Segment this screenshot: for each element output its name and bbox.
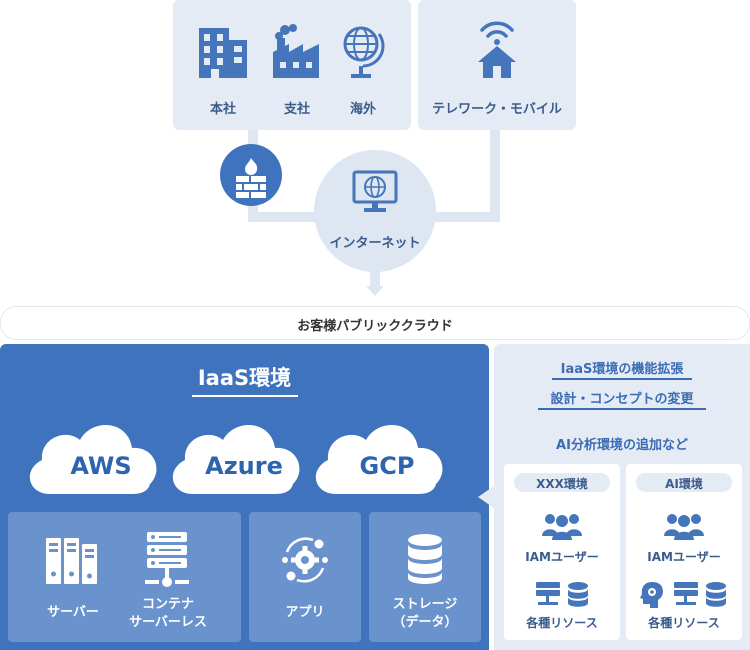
server-label: サーバー <box>47 605 99 620</box>
app-gear-icon <box>277 532 333 588</box>
env-card-ai-title: AI環境 <box>665 477 703 491</box>
app-label: アプリ <box>285 605 325 620</box>
provider-gcp: GCP <box>360 452 415 480</box>
env-card-xxx-users: IAMユーザー <box>525 550 599 564</box>
arrow-down-icon <box>366 286 384 296</box>
container-label-line1: コンテナ <box>141 597 194 612</box>
env-card-xxx-title: XXX環境 <box>536 477 588 491</box>
tile-storage: ストレージ （データ） <box>369 512 481 642</box>
cloud-aws <box>29 425 157 494</box>
env-card-ai-resources: 各種リソース <box>648 616 720 630</box>
extension-line2-underline <box>538 408 706 410</box>
connector-right-vertical <box>490 130 500 222</box>
extension-line3: AI分析環境の追加など <box>556 438 688 453</box>
office-label-branch: 支社 <box>283 102 310 117</box>
provider-aws: AWS <box>70 452 131 480</box>
iaas-title-underline <box>192 395 298 397</box>
factory-icon <box>271 22 323 80</box>
resource-icons <box>536 582 590 608</box>
internet-label: インターネット <box>329 236 421 251</box>
monitor-globe-icon <box>352 170 398 214</box>
env-card-xxx-resources: 各種リソース <box>526 616 598 630</box>
ai-resource-icons <box>640 580 728 608</box>
internet-node: インターネット <box>314 150 436 272</box>
firewall-icon <box>220 144 282 206</box>
connector-right-horizontal <box>420 212 500 222</box>
storage-label-line1: ストレージ <box>392 597 458 612</box>
container-server-icon <box>145 532 189 590</box>
customer-cloud-label: お客様パブリッククラウド <box>297 319 453 334</box>
env-card-xxx: XXX環境 IAMユーザー 各種リソース <box>504 464 620 640</box>
cloud-azure <box>172 425 300 494</box>
env-card-ai-title-pill <box>636 473 732 492</box>
container-label-line2: サーバーレス <box>129 615 207 630</box>
office-label-hq: 本社 <box>209 102 236 117</box>
telework-label: テレワーク・モバイル <box>432 102 562 117</box>
extension-panel: IaaS環境の機能拡張 設計・コンセプトの変更 AI分析環境の追加など XXX環… <box>494 344 750 650</box>
server-rack-icon <box>46 538 98 584</box>
building-icon <box>195 22 251 80</box>
storage-label-line2: （データ） <box>392 615 458 630</box>
user-group-icon <box>541 512 583 540</box>
offices-panel: 本社 支社 海外 <box>173 0 411 130</box>
provider-azure: Azure <box>205 452 283 480</box>
provider-clouds: AWS Azure GCP <box>29 425 443 494</box>
iaas-panel: IaaS環境 AWS Azure GCP <box>0 344 489 650</box>
connector-down <box>370 270 380 290</box>
tile-app: アプリ <box>249 512 361 642</box>
env-card-ai: AI環境 IAMユーザー <box>626 464 742 640</box>
cloud-gcp <box>315 425 443 494</box>
env-card-xxx-title-pill <box>514 473 610 492</box>
customer-cloud-bar: お客様パブリッククラウド <box>0 306 750 340</box>
iaas-title: IaaS環境 <box>197 366 292 390</box>
database-icon <box>407 534 443 584</box>
env-card-ai-users: IAMユーザー <box>647 550 721 564</box>
extension-line1: IaaS環境の機能拡張 <box>560 362 684 377</box>
connector-left-horizontal <box>248 212 328 222</box>
office-label-overseas: 海外 <box>349 102 376 117</box>
globe-icon <box>341 22 385 80</box>
extension-line2: 設計・コンセプトの変更 <box>550 392 694 407</box>
user-group-icon <box>663 512 705 540</box>
tile-compute: サーバー コンテナ サーバーレス <box>8 512 241 642</box>
extension-pointer <box>478 486 494 508</box>
home-wifi-icon <box>474 16 520 80</box>
telework-panel: テレワーク・モバイル <box>418 0 576 130</box>
extension-line1-underline <box>552 378 692 380</box>
